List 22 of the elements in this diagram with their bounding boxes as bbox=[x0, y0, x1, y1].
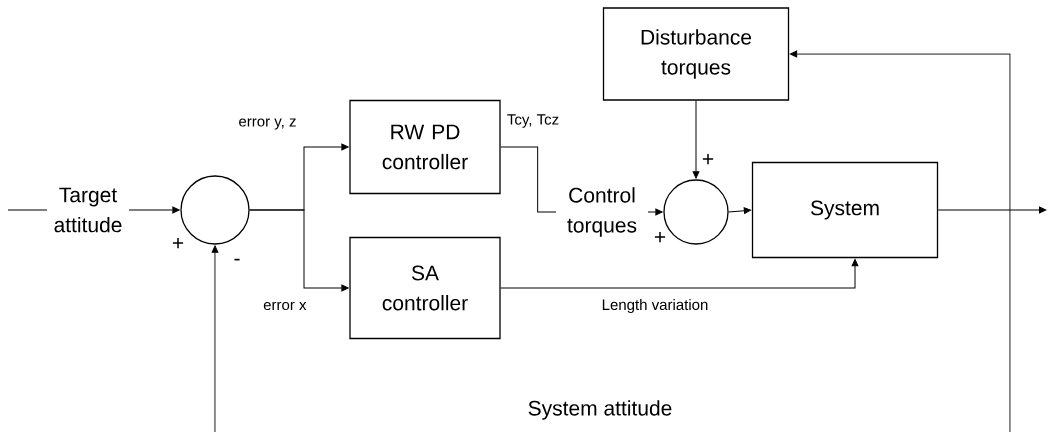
label: + bbox=[702, 153, 714, 165]
edge-label: Length variation bbox=[600, 298, 710, 314]
block-box: SA controller bbox=[349, 236, 501, 340]
arrow bbox=[249, 209, 349, 292]
edge-label: Control torques bbox=[556, 186, 648, 238]
block-box: System bbox=[751, 161, 939, 259]
summing-junction bbox=[663, 179, 729, 245]
edge-label: error x bbox=[262, 300, 308, 312]
edge-label: Target attitude bbox=[47, 186, 129, 234]
arrow bbox=[500, 258, 859, 289]
edge-label: error y, z bbox=[237, 117, 298, 131]
label: + bbox=[654, 231, 666, 243]
arrow bbox=[937, 206, 1047, 214]
block-box: RW PD controller bbox=[349, 99, 501, 195]
arrow bbox=[211, 245, 219, 432]
label: System attitude bbox=[528, 400, 672, 420]
block-box: Disturbance torques bbox=[602, 7, 790, 101]
arrow bbox=[728, 207, 752, 214]
arrow bbox=[789, 50, 1011, 432]
arrow bbox=[692, 100, 700, 179]
label: - bbox=[234, 258, 240, 261]
label: + bbox=[172, 237, 184, 249]
